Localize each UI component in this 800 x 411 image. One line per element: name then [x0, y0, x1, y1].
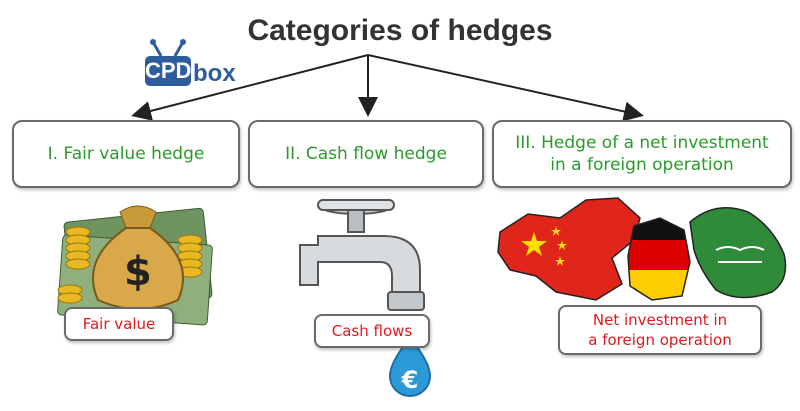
- net-investment-text-line1: Net investment in: [592, 311, 728, 329]
- category-cash-flow-hedge: II. Cash flow hedge: [248, 120, 484, 188]
- net-investment-text-line2: a foreign operation: [588, 331, 732, 349]
- category-fair-value-hedge: I. Fair value hedge: [12, 120, 240, 188]
- germany-map-icon: [627, 217, 691, 301]
- diagram-title: Categories of hedges: [247, 14, 553, 47]
- logo-tv-text: CPD: [145, 56, 191, 86]
- svg-text:$: $: [124, 249, 152, 295]
- tv-antenna-icon: [150, 39, 186, 57]
- category-label: II. Cash flow hedge: [285, 144, 447, 164]
- logo-box-text: box: [193, 60, 236, 87]
- category-label-line2: in a foreign operation: [550, 155, 734, 175]
- china-map-icon: [497, 197, 641, 301]
- cpdbox-logo: CPD box: [133, 38, 245, 108]
- net-investment-label: Net investment in a foreign operation: [558, 305, 762, 355]
- arrow-to-net-investment: [367, 54, 644, 122]
- category-label-line1: III. Hedge of a net investment: [515, 133, 769, 153]
- fair-value-label: Fair value: [64, 307, 174, 341]
- svg-text:€: €: [401, 366, 419, 394]
- fair-value-text: Fair value: [82, 315, 156, 333]
- saudi-arabia-map-icon: [689, 207, 787, 299]
- arrow-to-fair-value: [131, 54, 369, 121]
- cash-flows-label: Cash flows: [314, 314, 430, 348]
- category-net-investment-hedge: III. Hedge of a net investment in a fore…: [492, 120, 792, 188]
- category-label: I. Fair value hedge: [47, 144, 205, 164]
- cash-flows-text: Cash flows: [331, 322, 413, 340]
